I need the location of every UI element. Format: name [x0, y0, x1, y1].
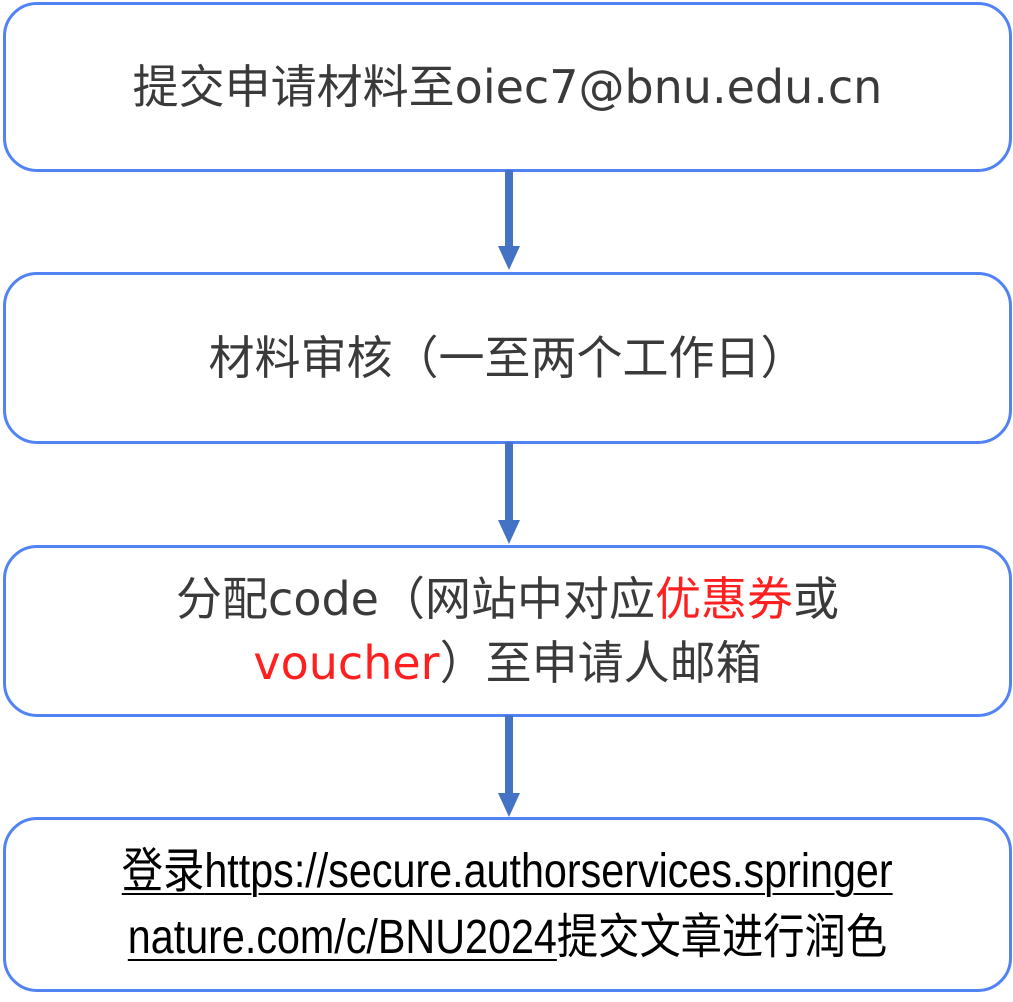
coupon-highlight: 优惠券 [654, 572, 793, 626]
step-4-prefix: 登录 [122, 844, 205, 898]
springer-link-cont[interactable]: nature.com/c/BNU2024 [127, 910, 557, 964]
step-3-box: 分配code（网站中对应优惠券或 voucher）至申请人邮箱 [3, 545, 1012, 717]
springer-link[interactable]: https://secure.authorservices.springer [204, 844, 893, 898]
step-3-text: 或 [792, 572, 839, 626]
voucher-highlight: voucher [253, 636, 440, 690]
step-4-line-2: nature.com/c/BNU2024提交文章进行润色 [128, 905, 887, 971]
arrow-down-icon [498, 442, 520, 546]
step-2-text: 材料审核（一至两个工作日） [208, 331, 807, 385]
arrow-down-icon [498, 715, 520, 819]
step-3-line-1: 分配code（网站中对应优惠券或 [176, 567, 839, 631]
step-3-line-2: voucher）至申请人邮箱 [253, 631, 761, 695]
step-2-box: 材料审核（一至两个工作日） [3, 272, 1012, 444]
step-1-box: 提交申请材料至oiec7@bnu.edu.cn [3, 2, 1012, 172]
arrow-down-icon [498, 170, 520, 272]
step-4-suffix: 提交文章进行润色 [556, 910, 888, 964]
step-1-text: 提交申请材料至oiec7@bnu.edu.cn [132, 60, 883, 114]
step-4-box: 登录https://secure.authorservices.springer… [3, 817, 1012, 992]
step-4-line-1: 登录https://secure.authorservices.springer [122, 839, 893, 905]
step-3-text: ）至申请人邮箱 [439, 636, 762, 690]
step-3-text: 分配code（网站中对应 [176, 572, 655, 626]
